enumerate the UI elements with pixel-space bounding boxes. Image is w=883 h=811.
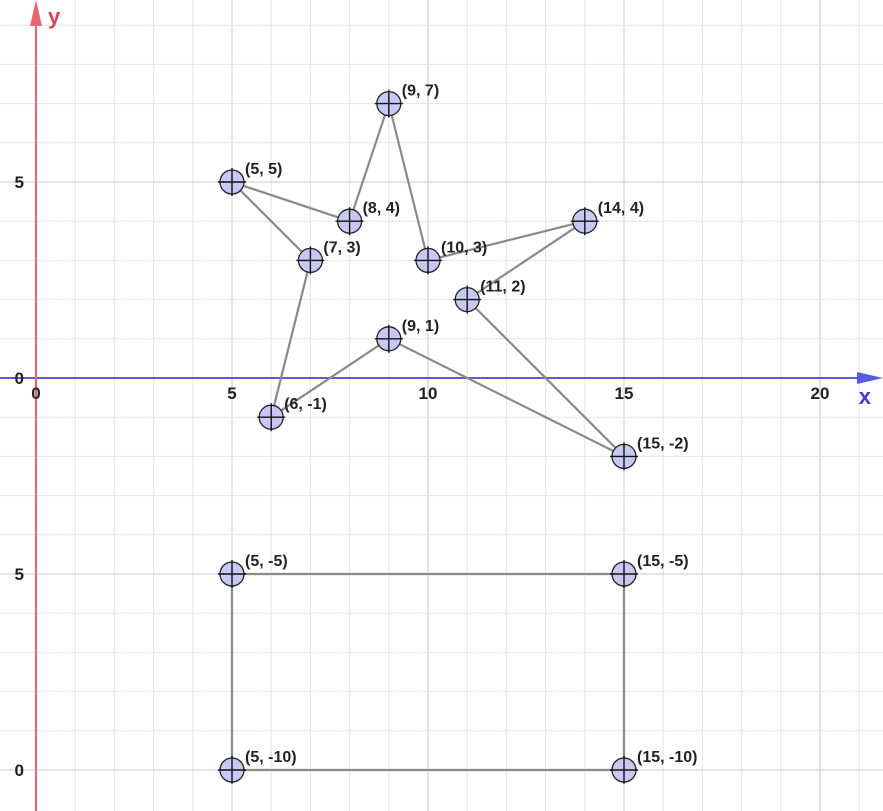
- labels: x y 0 5 10 15 20 5 0 5 0 (9, 7) (5, 5) (8, 4) (14, 4) (…: [15, 4, 872, 780]
- x-axis-arrow: [857, 372, 883, 384]
- data-point[interactable]: [453, 285, 482, 314]
- data-point[interactable]: [218, 168, 246, 196]
- y-axis-label: y: [48, 4, 61, 29]
- data-point[interactable]: [218, 756, 246, 784]
- segment: [466, 298, 626, 458]
- segment: [466, 220, 586, 301]
- segment: [270, 337, 390, 419]
- point-label: (9, 7): [402, 83, 439, 100]
- data-point[interactable]: [296, 246, 325, 275]
- data-point[interactable]: [414, 246, 442, 275]
- x-tick-label: 20: [811, 384, 830, 403]
- data-point[interactable]: [218, 560, 246, 588]
- point-label: (15, -10): [637, 749, 697, 766]
- point-label: (5, 5): [245, 161, 282, 178]
- data-point[interactable]: [257, 403, 286, 432]
- point-label: (11, 2): [480, 279, 525, 296]
- data-point[interactable]: [570, 207, 599, 236]
- point-label: (5, -10): [245, 749, 297, 766]
- point-label: (5, -5): [245, 553, 288, 570]
- x-tick-label: 5: [227, 384, 236, 403]
- data-point[interactable]: [374, 324, 403, 353]
- x-tick-label: 10: [419, 384, 438, 403]
- segment: [230, 180, 312, 262]
- segment: [426, 220, 586, 262]
- y-tick-label: 0: [15, 761, 24, 780]
- point-label: (9, 1): [402, 318, 439, 335]
- segment: [270, 259, 312, 419]
- point-label: (10, 3): [441, 239, 487, 256]
- segment: [230, 180, 351, 223]
- polygon-segments: [230, 102, 626, 772]
- data-point[interactable]: [374, 89, 403, 118]
- point-label: (6, -1): [284, 396, 327, 413]
- point-label: (7, 3): [323, 239, 360, 256]
- x-tick-label: 0: [31, 384, 40, 403]
- segment: [387, 102, 430, 262]
- y-tick-label: 0: [15, 369, 24, 388]
- data-point[interactable]: [610, 442, 638, 471]
- data-point[interactable]: [610, 560, 638, 588]
- x-axis-label: x: [859, 384, 872, 409]
- x-tick-label: 15: [615, 384, 634, 403]
- segment: [348, 102, 390, 223]
- points: [218, 89, 638, 784]
- data-point[interactable]: [335, 207, 364, 236]
- point-label: (15, -5): [637, 553, 689, 570]
- data-point[interactable]: [610, 756, 638, 784]
- y-tick-label: 5: [15, 173, 24, 192]
- point-label: (15, -2): [637, 435, 689, 452]
- point-label: (8, 4): [363, 200, 400, 217]
- segment: [387, 337, 626, 458]
- y-tick-label: 5: [15, 565, 24, 584]
- point-label: (14, 4): [598, 200, 644, 217]
- y-axis-arrow: [30, 0, 42, 26]
